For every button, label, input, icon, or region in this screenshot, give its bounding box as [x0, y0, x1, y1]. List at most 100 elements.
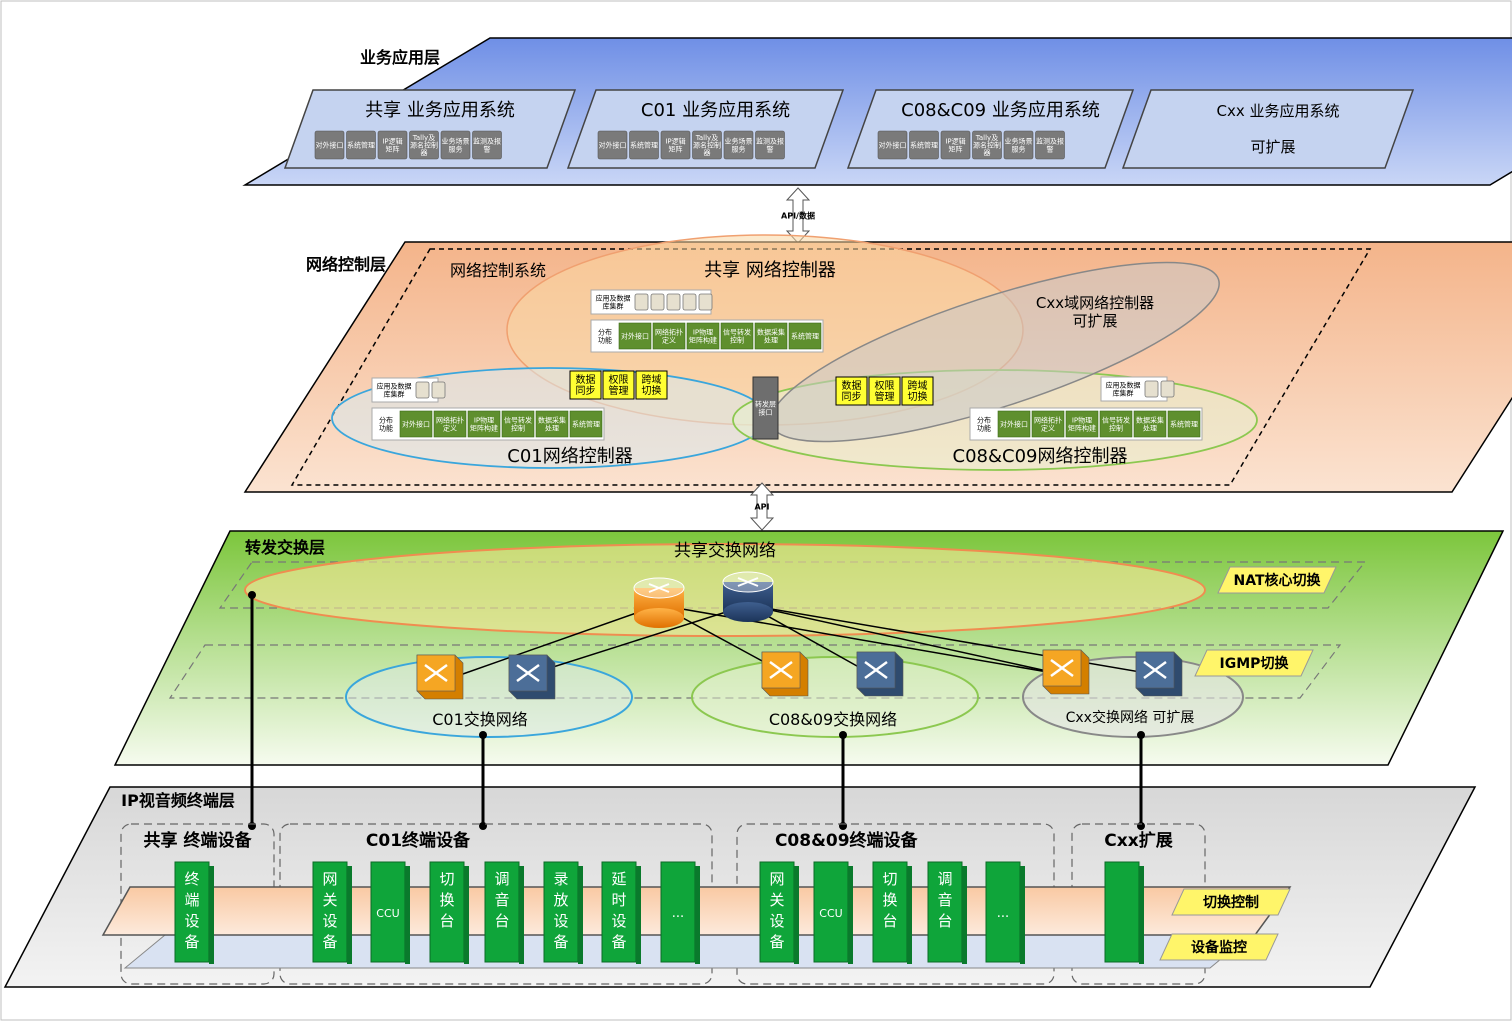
module-label-line: 矩阵构建 [1068, 423, 1096, 432]
terminal-layer-title: IP视音频终端层 [121, 791, 235, 810]
server-icon [431, 381, 446, 399]
terminal-device [660, 861, 696, 963]
module-label-line: 信号转发 [504, 416, 532, 425]
module-label-line: 源名控制 [973, 140, 1001, 149]
terminal-device-side [695, 866, 700, 964]
network-link [747, 604, 1066, 676]
shared-controller-title: 共享 网络控制器 [704, 260, 836, 281]
module-label-line: 管理 [875, 390, 895, 403]
module-label-line: 矩阵构建 [470, 423, 498, 432]
module-label-line: 器 [984, 149, 991, 157]
module-label: IP逻辑矩阵 [945, 137, 965, 154]
module-label: 监测及报警 [756, 137, 784, 154]
module-label-line: 系统管理 [630, 140, 658, 149]
dist-module-box [467, 410, 501, 438]
nat-label: NAT核心切换 [1233, 572, 1321, 589]
module-label: IP逻辑矩阵 [382, 137, 402, 154]
module-label-line: 对外接口 [402, 419, 430, 428]
terminal-device [484, 861, 520, 963]
module-label-line: Tally及 [975, 134, 998, 142]
server-icon [698, 293, 713, 311]
module-label-line: IP物理 [1072, 416, 1092, 425]
module-label-line: 器 [704, 149, 711, 157]
device-char: 设 [322, 912, 337, 930]
module-label-line: 数据 [842, 379, 862, 392]
module-label-line: 库集群 [384, 389, 405, 398]
app-module-box [660, 130, 691, 160]
module-label-line: 矩阵构建 [689, 335, 717, 344]
dist-module-box [1031, 410, 1065, 438]
dist-module-box [997, 410, 1031, 438]
c01-controller-title: C01网络控制器 [507, 446, 632, 467]
device-char: 台 [937, 912, 952, 930]
module-label-line: 矩阵 [949, 144, 963, 153]
app-module-box [877, 130, 908, 160]
dist-module-box [1167, 410, 1201, 438]
router-icon-blue-base [723, 602, 773, 622]
control-layer-title: 网络控制层 [306, 255, 386, 274]
control-system-label: 网络控制系统 [450, 261, 546, 280]
app-module-box [440, 130, 471, 160]
module-label-line: 库集群 [603, 301, 624, 310]
module-label-line: 权限 [609, 373, 629, 386]
module-label-line: 分布 [379, 416, 393, 425]
terminal-device-label: 调音台 [494, 870, 509, 930]
module-label-line: 功能 [379, 423, 393, 432]
terminal-device-label: 调音台 [937, 870, 952, 930]
module-label: Tally及源名控制器 [973, 134, 1001, 157]
terminal-device-label: 网关设备 [769, 870, 784, 951]
device-char: 备 [322, 933, 337, 951]
module-label-line: 监测及报 [473, 137, 501, 146]
link-dot [479, 731, 487, 739]
module-label: 分布功能 [379, 416, 393, 433]
module-label-line: 控制 [511, 423, 525, 432]
dist-module-box [569, 410, 603, 438]
module-label-line: 对外接口 [621, 331, 649, 340]
dist-module-box [501, 410, 535, 438]
module-label-line: 控制 [730, 335, 744, 344]
app-module-box [597, 130, 628, 160]
device-char: 设 [611, 912, 626, 930]
switch-icon-blue-arrows [864, 660, 888, 680]
dist-module-box [399, 410, 433, 438]
module-label-line: Tally及 [695, 134, 718, 142]
device-char: 切 [439, 870, 454, 888]
server-icon [666, 293, 681, 311]
dist-module-box [720, 322, 754, 350]
module-label: 监测及报警 [473, 137, 501, 154]
app-module-box [755, 130, 785, 160]
device-char: 切 [882, 870, 897, 888]
terminal-device-label: 录放设备 [553, 870, 568, 951]
module-label: 数据同步 [842, 379, 862, 403]
module-label-line: 网络拓扑 [436, 416, 464, 425]
module-label: 跨域切换 [642, 373, 662, 397]
module-label: 业务场景服务 [725, 137, 753, 154]
module-label: 网络拓扑定义 [655, 328, 683, 345]
module-label-line: 功能 [977, 423, 991, 432]
link-dot [248, 822, 256, 830]
module-label-line: 业务场景 [725, 137, 753, 146]
module-label-line: 转发层 [755, 400, 776, 409]
module-label: 网络拓扑定义 [1034, 416, 1062, 433]
module-label: 分布功能 [598, 328, 612, 345]
device-char: 备 [553, 933, 568, 951]
terminal-device-side [405, 866, 410, 964]
switch-icon-orange-arrows [424, 663, 448, 683]
terminal-device [174, 861, 210, 963]
module-label-line: 业务场景 [442, 137, 470, 146]
module-label: 转发层接口 [755, 400, 776, 417]
dist-module-box [535, 410, 569, 438]
dist-module-box [1099, 410, 1133, 438]
terminal-device-side [209, 866, 214, 964]
module-label: 业务场景服务 [1005, 137, 1033, 154]
module-label-line: 同步 [842, 391, 862, 403]
terminal-device-label: CCU [819, 907, 842, 920]
module-label: 应用及数据库集群 [596, 294, 631, 311]
terminal-device-label: CCU [376, 907, 399, 920]
module-label-line: 处理 [764, 335, 778, 344]
module-label-line: 分布 [977, 416, 991, 425]
sync-box [835, 376, 868, 406]
terminal-group-title: C08&09终端设备 [775, 830, 919, 851]
module-label: 信号转发控制 [504, 416, 532, 433]
module-label: 系统管理 [630, 140, 658, 149]
